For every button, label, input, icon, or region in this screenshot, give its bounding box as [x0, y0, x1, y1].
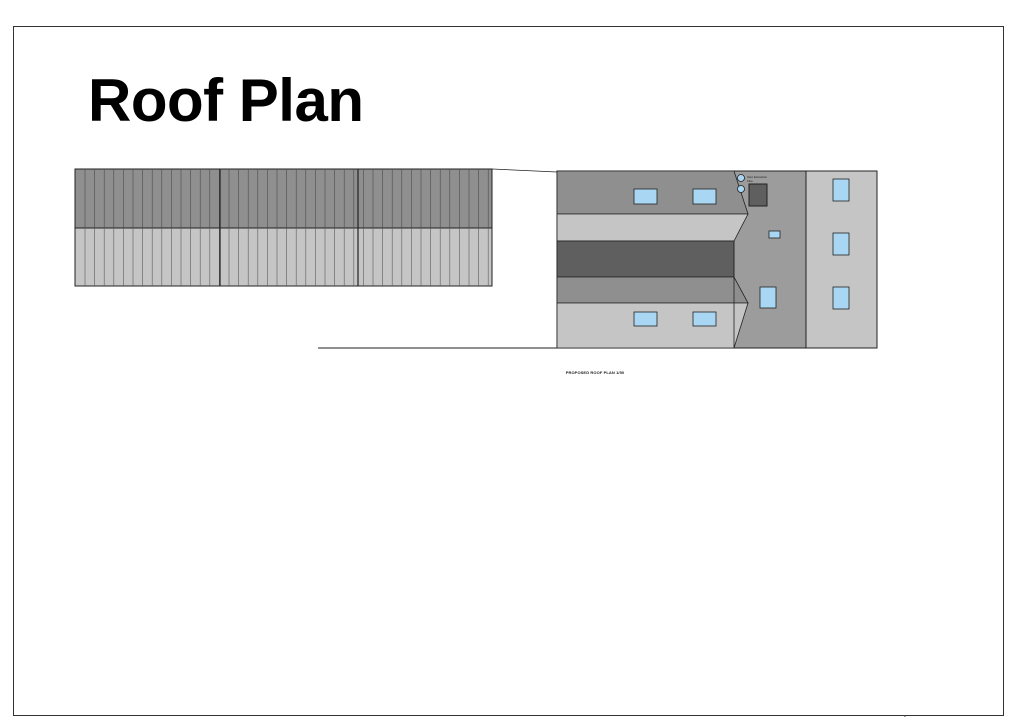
rooflight — [692, 188, 717, 205]
page-title: Roof Plan — [88, 67, 364, 134]
roof-sheet-seams-light — [84, 228, 489, 286]
rooflight — [633, 188, 658, 205]
rooflight — [759, 286, 777, 309]
outbuilding-roof-slope-front — [74, 227, 493, 287]
rooflight — [832, 232, 850, 256]
roof-sheet-seams-dark — [84, 169, 489, 228]
main-house-roof — [556, 170, 878, 349]
roof-slope-lower-upper — [556, 276, 749, 304]
outbuilding-roof-slope-back — [74, 168, 493, 229]
vent-terminal-icon — [737, 174, 745, 182]
rooflights — [633, 178, 850, 327]
drawing-caption: PROPOSED ROOF PLAN 1/50 — [565, 370, 625, 375]
rooflight — [832, 286, 850, 310]
boundary-line — [491, 168, 558, 173]
flue-terminal-icon — [737, 185, 745, 193]
outbuilding-roof — [74, 168, 493, 287]
roof-slope-upper-lower — [556, 213, 749, 242]
rooflight — [832, 178, 850, 202]
rooflight — [633, 311, 658, 327]
drawing-sheet — [13, 26, 1004, 716]
central-valley — [556, 240, 735, 278]
rooflight-small — [768, 230, 781, 239]
flue-label: Flue — [747, 179, 753, 183]
chimney-stack — [748, 183, 768, 207]
vent-label: Vent Extraction — [747, 175, 768, 179]
rooflight — [692, 311, 717, 327]
